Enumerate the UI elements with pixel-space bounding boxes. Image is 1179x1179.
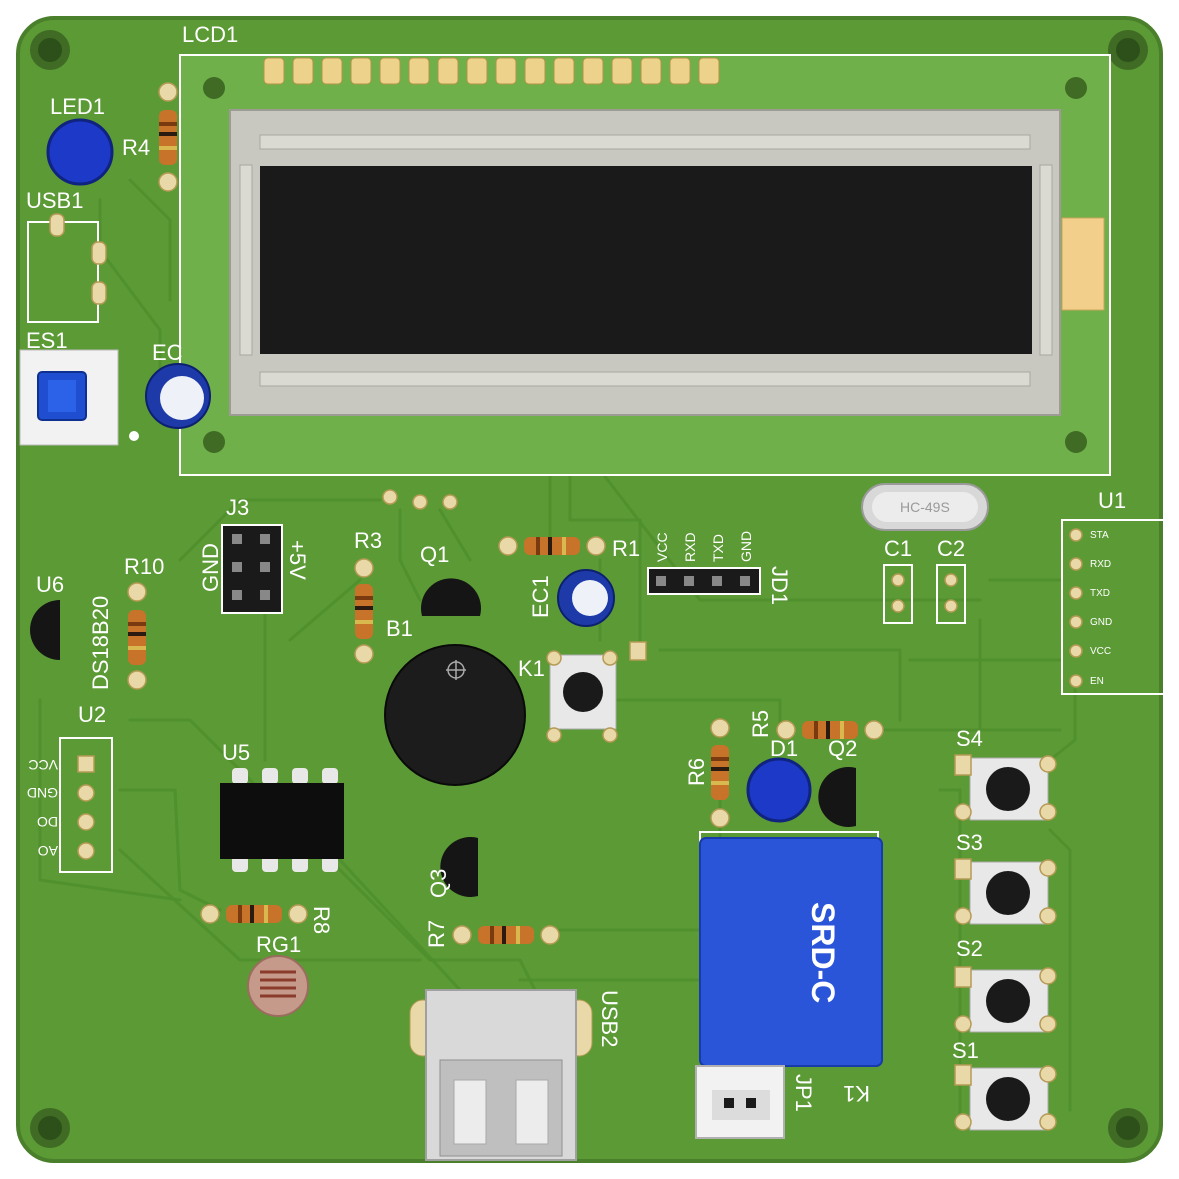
label-s3: S3 xyxy=(956,830,983,855)
header-j3 xyxy=(221,524,283,614)
label-q3: Q3 xyxy=(426,869,451,898)
u2-pin-gnd: GND xyxy=(27,785,58,801)
label-plus5v: +5V xyxy=(285,540,310,580)
resistor-r10 xyxy=(127,582,147,690)
usb2-connector xyxy=(409,989,593,1161)
label-r3: R3 xyxy=(354,528,382,553)
sensor-u6 xyxy=(30,600,60,660)
label-k1-relay: K1 xyxy=(843,1081,870,1106)
label-b1: B1 xyxy=(386,616,413,641)
module-u1 xyxy=(1061,519,1179,695)
button-s4 xyxy=(954,754,1057,821)
button-s2 xyxy=(954,966,1057,1033)
label-s4: S4 xyxy=(956,726,983,751)
label-r5: R5 xyxy=(748,710,773,738)
label-k1: K1 xyxy=(518,656,545,681)
label-j3: J3 xyxy=(226,495,249,520)
resistor-r3 xyxy=(354,558,374,664)
button-s1 xyxy=(954,1064,1057,1131)
connector-jp1 xyxy=(695,1065,785,1139)
u2-pin-do: DO xyxy=(37,814,58,830)
label-ds18b20: DS18B20 xyxy=(88,596,113,690)
resistor-r4 xyxy=(158,82,178,192)
label-es1: ES1 xyxy=(26,328,68,353)
label-usb1: USB1 xyxy=(26,188,83,213)
header-jd1 xyxy=(647,567,761,595)
label-gnd: GND xyxy=(198,543,223,592)
jd1-pin-gnd: GND xyxy=(738,531,754,562)
label-d1: D1 xyxy=(770,736,798,761)
jd1-pin-rxd: RXD xyxy=(682,532,698,562)
resistor-r6 xyxy=(710,718,730,828)
copper-traces xyxy=(38,178,1077,1122)
label-r1: R1 xyxy=(612,536,640,561)
lcd-module xyxy=(179,54,1111,476)
u2-pin-vcc: VCC xyxy=(28,757,58,773)
label-r10: R10 xyxy=(124,554,164,579)
photoresistor-rg1 xyxy=(247,955,309,1017)
label-u5: U5 xyxy=(222,740,250,765)
label-usb2: USB2 xyxy=(597,990,622,1047)
label-c1: C1 xyxy=(884,536,912,561)
lcd-screen xyxy=(260,166,1032,354)
label-rg1: RG1 xyxy=(256,932,301,957)
u1-pin-txd: TXD xyxy=(1090,588,1110,599)
u1-pin-sta: STA xyxy=(1090,530,1109,541)
label-u2: U2 xyxy=(78,702,106,727)
label-led1: LED1 xyxy=(50,94,105,119)
label-ec: EC xyxy=(152,340,183,365)
capacitor-c2 xyxy=(936,564,966,624)
label-r6: R6 xyxy=(684,758,709,786)
label-r7: R7 xyxy=(424,920,449,948)
u2-pin-ao: AO xyxy=(38,843,58,859)
capacitor-c1 xyxy=(883,564,913,624)
led-d1 xyxy=(746,757,812,823)
transistor-q3 xyxy=(440,837,478,897)
label-c2: C2 xyxy=(937,536,965,561)
label-q1: Q1 xyxy=(420,542,449,567)
label-jd1: JD1 xyxy=(767,566,792,605)
u1-pin-en: EN xyxy=(1090,676,1104,687)
resistor-r1 xyxy=(498,536,606,556)
resistor-r7 xyxy=(452,925,560,945)
label-s1: S1 xyxy=(952,1038,979,1063)
module-u2 xyxy=(59,737,113,873)
label-r4: R4 xyxy=(122,135,150,160)
button-s3 xyxy=(954,858,1057,925)
label-u1: U1 xyxy=(1098,488,1126,513)
label-ec1: EC1 xyxy=(528,575,553,618)
resistor-r8 xyxy=(200,904,308,924)
transistor-q1 xyxy=(421,578,481,616)
relay-srd-c xyxy=(699,837,883,1067)
label-s2: S2 xyxy=(956,936,983,961)
label-lcd1: LCD1 xyxy=(182,22,238,47)
label-q2: Q2 xyxy=(828,736,857,761)
transistor-q2 xyxy=(818,767,856,827)
label-r8: R8 xyxy=(309,906,334,934)
buzzer-b1 xyxy=(384,644,526,786)
jd1-pin-txd: TXD xyxy=(710,534,726,562)
u1-pin-gnd: GND xyxy=(1090,617,1112,628)
resistor-r5 xyxy=(776,720,884,740)
ic-u5 xyxy=(220,768,344,872)
label-relay: SRD-C xyxy=(805,902,841,1003)
label-jp1: JP1 xyxy=(791,1074,816,1112)
u1-pin-rxd: RXD xyxy=(1090,559,1111,570)
jd1-pin-vcc: VCC xyxy=(654,532,670,562)
lcd-header-pins xyxy=(263,57,720,85)
label-crystal: HC-49S xyxy=(900,499,950,515)
led1 xyxy=(46,118,114,186)
mounting-holes xyxy=(30,30,1148,1148)
u1-pin-vcc: VCC xyxy=(1090,646,1111,657)
label-u6: U6 xyxy=(36,572,64,597)
